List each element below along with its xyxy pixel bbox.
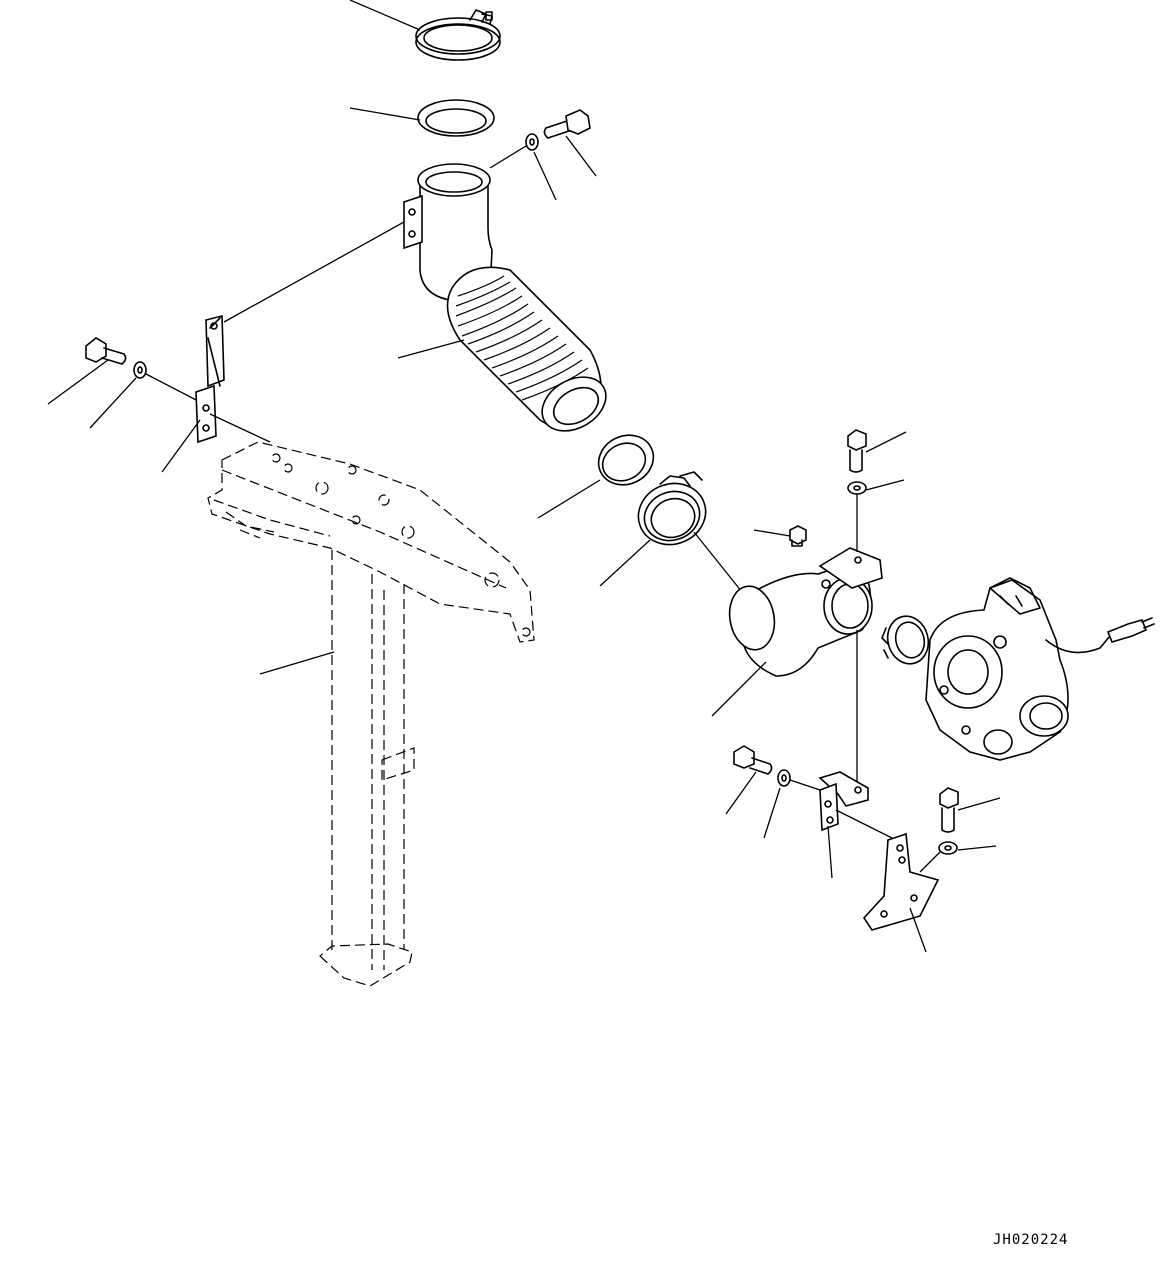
frame-column-icon (207, 441, 535, 987)
callout-leader (209, 413, 271, 443)
turbocharger-icon (925, 577, 1155, 761)
callout-leader (145, 373, 201, 403)
callout-leader (753, 529, 791, 537)
callout-leader (835, 809, 897, 841)
callout-leader (919, 851, 941, 873)
callout-leader (763, 787, 781, 839)
callout-leader (789, 779, 821, 791)
washer-icon (847, 481, 867, 495)
clamp-band-icon (415, 9, 501, 61)
bolt-icon (85, 337, 127, 365)
callout-leader (827, 825, 833, 879)
callout-leader (865, 479, 905, 491)
washer-icon (133, 361, 147, 379)
callout-leader (223, 221, 405, 323)
callout-leader (565, 135, 597, 177)
bracket-icon (862, 832, 940, 931)
callout-leader (89, 377, 137, 429)
callout-leader (957, 845, 997, 851)
clamp-band-icon (881, 615, 930, 665)
bolt-icon (939, 787, 959, 833)
drawing-id: JH020224 (993, 1232, 1069, 1248)
bolt-icon (543, 109, 591, 139)
callout-leader (349, 0, 421, 31)
callout-leader (533, 151, 557, 201)
seal-ring-icon (417, 99, 495, 137)
bolt-icon (789, 525, 807, 547)
washer-icon (777, 769, 791, 787)
bellows-hose-icon (446, 266, 607, 432)
callout-leader (537, 479, 601, 519)
bolt-icon (847, 429, 867, 473)
callout-leader (349, 107, 421, 121)
callout-leader (909, 907, 927, 953)
callout-leader (599, 539, 651, 587)
washer-icon (525, 133, 539, 151)
washer-icon (938, 841, 958, 855)
seal-ring-icon (597, 434, 655, 486)
callout-leader (693, 531, 743, 593)
callout-leader (259, 651, 335, 675)
callout-leader (711, 661, 767, 717)
callout-leader (47, 359, 109, 405)
bolt-icon (733, 745, 773, 775)
elbow-connector-icon (728, 547, 883, 677)
callout-leader (865, 431, 907, 453)
callout-leader (725, 771, 757, 815)
callout-leader (957, 797, 1001, 811)
bracket-icon (818, 771, 869, 832)
callout-leader (161, 419, 201, 473)
clamp-band-icon (637, 471, 707, 546)
callout-leader (397, 339, 465, 359)
callout-leader (489, 145, 527, 169)
bracket-icon (195, 314, 225, 444)
